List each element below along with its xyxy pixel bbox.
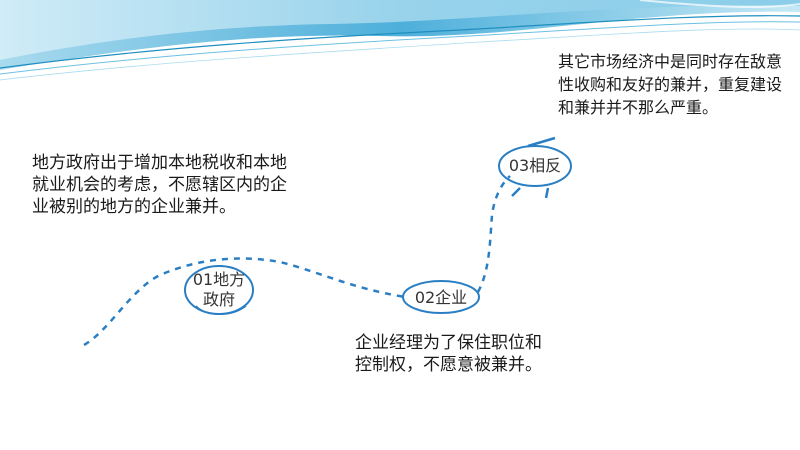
- dotted-connector: [83, 175, 511, 347]
- text-local-government: 地方政府出于增加本地税收和本地就业机会的考虑，不愿辖区内的企业被别的地方的企业兼…: [32, 153, 287, 217]
- text-contrast: 其它市场经济中是同时存在敌意性收购和友好的兼并，重复建设和兼并并不那么严重。: [558, 52, 783, 117]
- node-02-label: 02企业: [414, 288, 468, 307]
- node-03-label: 03相反: [508, 156, 562, 175]
- node-03-circle: [498, 145, 572, 187]
- brush-strokes: [511, 136, 556, 199]
- text-enterprise: 企业经理为了保住职位和控制权，不愿意被兼并。: [355, 333, 542, 375]
- top-wave-banner: [0, 0, 800, 81]
- node-01-label: 01地方 政府: [186, 270, 252, 310]
- node-02-circle: [402, 280, 480, 314]
- node-01-line1: 01地方: [192, 270, 246, 289]
- node-01-line2: 政府: [202, 290, 235, 309]
